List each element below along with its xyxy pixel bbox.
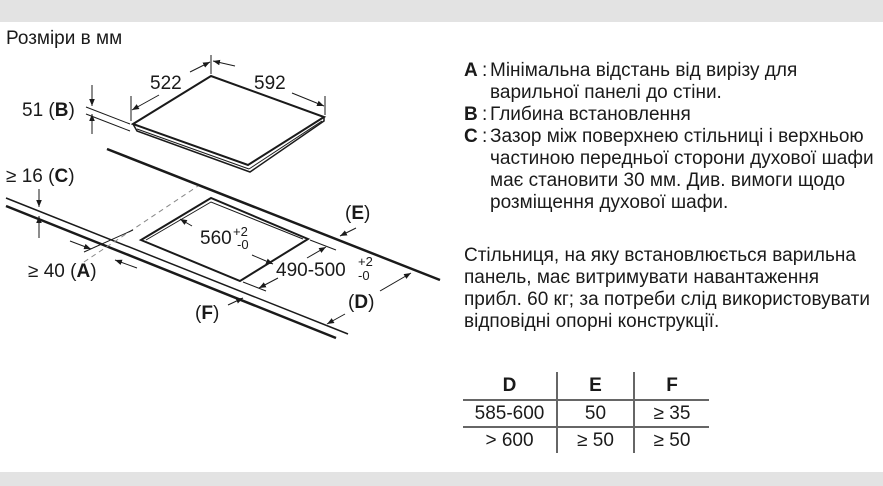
legend-text: Мінімальна відстань від вирізу для варил… xyxy=(490,60,798,103)
legend-key: C xyxy=(464,126,478,147)
legend: A: Мінімальна відстань від вирізу для ва… xyxy=(464,60,874,214)
page-title: Розміри в мм xyxy=(6,28,123,49)
cutout-width-value: 560 xyxy=(200,228,232,249)
legend-text: Глибина встановлення xyxy=(490,104,691,125)
table-cell: 585-600 xyxy=(463,399,557,427)
legend-text: Зазор між поверхнею стільниці і верхньою… xyxy=(490,126,874,213)
install-depth-label: 51 (B) xyxy=(22,100,75,121)
table-header-row: D E F xyxy=(463,372,709,400)
legend-key: B xyxy=(464,104,478,125)
cutout-width-tol-minus: -0 xyxy=(237,237,249,252)
label-d: (D) xyxy=(348,292,374,313)
table-cell: ≥ 35 xyxy=(633,399,709,427)
gap-label: ≥ 16 (C) xyxy=(6,166,75,187)
table-row: > 600 ≥ 50 ≥ 50 xyxy=(463,426,709,453)
legend-key: A xyxy=(464,60,478,81)
table-header-e: E xyxy=(556,372,634,400)
legend-item-b: B: Глибина встановлення xyxy=(464,104,874,126)
table-cell: ≥ 50 xyxy=(633,426,709,453)
hob-illustration xyxy=(130,74,327,173)
label-e: (E) xyxy=(345,203,370,224)
hob-width-value: 522 xyxy=(150,73,182,94)
dimension-depth xyxy=(212,59,326,115)
wall-guide-line xyxy=(83,185,199,263)
dimension-width xyxy=(130,55,212,121)
table-row: 585-600 50 ≥ 35 xyxy=(463,399,709,427)
bottom-band xyxy=(0,472,883,486)
cutout-depth-tol-minus: -0 xyxy=(358,268,370,283)
cutout-depth-tol-plus: +2 xyxy=(358,254,373,269)
table-header-d: D xyxy=(502,374,517,396)
load-note: Стільниця, на яку встановлюється варильн… xyxy=(464,245,870,332)
worktop-back-edge xyxy=(106,147,441,282)
table-header-f: F xyxy=(633,372,709,400)
cutout-outline xyxy=(138,196,311,283)
cutout-width-tol-plus: +2 xyxy=(233,224,248,239)
table-cell: 50 xyxy=(556,399,634,427)
wall-distance-label: ≥ 40 (A) xyxy=(28,261,97,282)
worktop-front-edge xyxy=(5,197,349,340)
legend-item-a: A: Мінімальна відстань від вирізу для ва… xyxy=(464,60,874,104)
installation-diagram: 522 592 51 (B) ≥ 16 (C) ≥ 40 (A) xyxy=(5,55,441,340)
cutout-depth-value: 490-500 xyxy=(276,260,346,281)
dimensions-table: D E F 585-600 50 ≥ 35 > 600 ≥ 50 ≥ 50 xyxy=(463,372,709,453)
top-band xyxy=(0,0,883,22)
table-cell: > 600 xyxy=(463,426,557,453)
legend-item-c: C: Зазор між поверхнею стільниці і верхн… xyxy=(464,126,874,213)
table-cell: ≥ 50 xyxy=(556,426,634,453)
label-f: (F) xyxy=(195,303,219,324)
hob-depth-value: 592 xyxy=(254,73,286,94)
